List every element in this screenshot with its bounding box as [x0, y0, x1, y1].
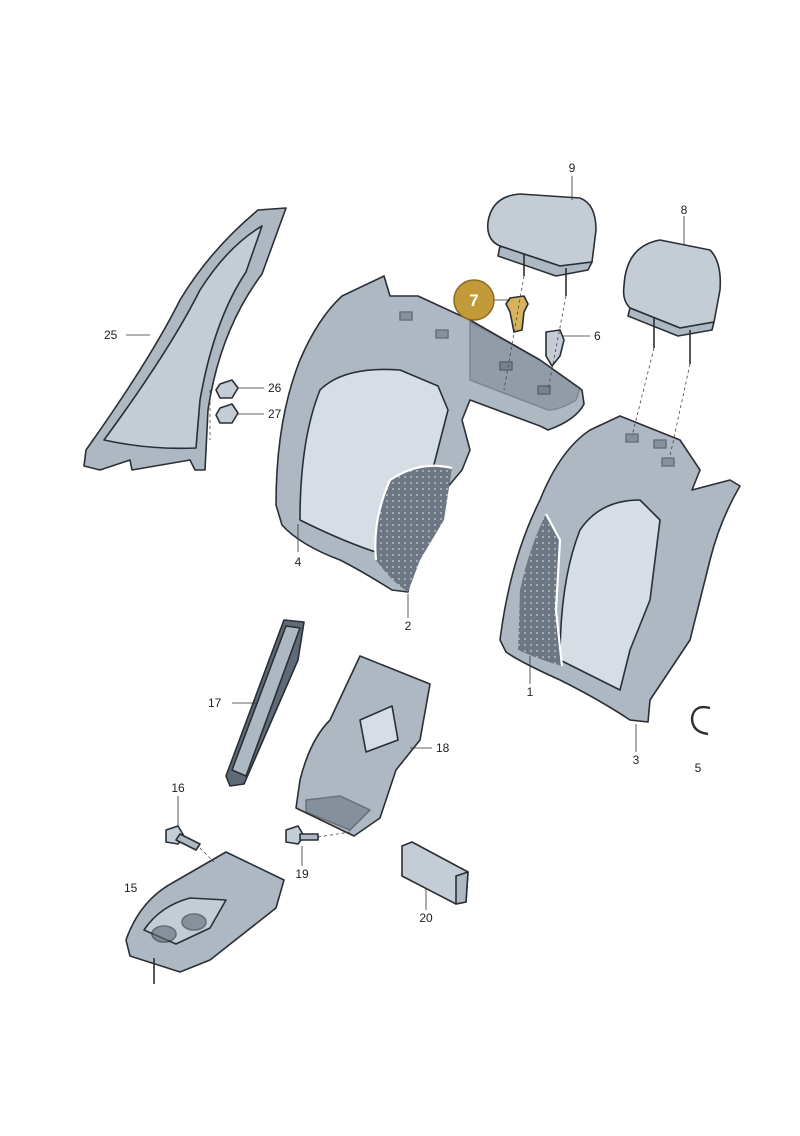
part-16-bolt — [165, 825, 201, 851]
label-26: 26 — [268, 381, 282, 395]
part-9-headrest — [486, 193, 597, 296]
part-26-nut — [215, 379, 239, 399]
label-2: 2 — [405, 619, 412, 633]
part-5-clip — [690, 705, 711, 736]
label-3: 3 — [633, 753, 640, 767]
badge-7-label: 7 — [469, 291, 478, 310]
label-9: 9 — [569, 161, 576, 175]
part-18-hinge-bracket — [295, 655, 431, 837]
label-18: 18 — [436, 741, 450, 755]
guide-line-9 — [503, 275, 525, 391]
label-20: 20 — [419, 911, 433, 925]
part-20-pad — [401, 841, 469, 905]
guide-line-19 — [317, 831, 351, 838]
label-17: 17 — [208, 696, 222, 710]
label-16: 16 — [171, 781, 185, 795]
guide-line-8b — [669, 363, 691, 457]
label-15: 15 — [124, 881, 138, 895]
label-27: 27 — [268, 407, 282, 421]
part-6-release-button — [545, 329, 565, 367]
label-19: 19 — [295, 867, 309, 881]
label-4: 4 — [295, 555, 302, 569]
part-1-padding-right — [518, 513, 564, 667]
part-8-headrest — [622, 239, 722, 364]
part-27-nut — [215, 403, 239, 424]
guide-line-9b — [547, 295, 567, 391]
label-1: 1 — [527, 685, 534, 699]
label-5: 5 — [695, 761, 702, 775]
part-15-armrest-cupholder — [125, 851, 285, 984]
label-6: 6 — [594, 329, 601, 343]
part-17-trim-strip — [225, 619, 305, 787]
label-8: 8 — [681, 203, 688, 217]
part-2-padding-left — [374, 464, 453, 592]
part-19-bolt — [285, 825, 319, 845]
label-25: 25 — [104, 328, 118, 342]
highlight-badge-7[interactable]: 7 — [453, 279, 510, 321]
